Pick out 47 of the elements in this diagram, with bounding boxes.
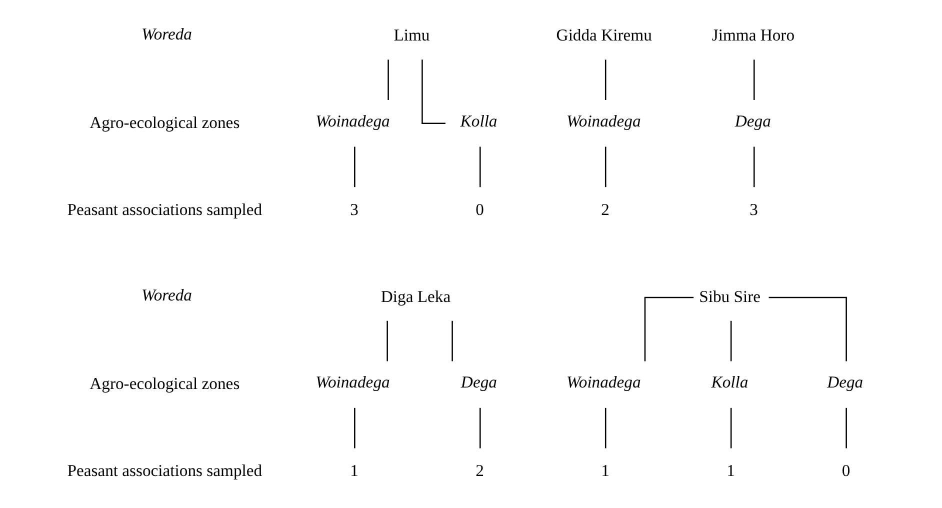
connector (604, 408, 606, 448)
label: Agro-ecological zones (89, 112, 240, 132)
connector (354, 146, 355, 188)
connector (730, 408, 732, 448)
node-text: Woinadega (566, 111, 640, 130)
node-text: 3 (749, 200, 758, 219)
node-text: Jimma Horo (711, 26, 794, 45)
node-text: 0 (841, 461, 850, 480)
node-text: Kolla (460, 111, 497, 130)
connector (354, 408, 355, 448)
connector (604, 146, 606, 188)
node-text: 3 (350, 200, 358, 219)
node-text: Gidda Kiremu (556, 26, 652, 45)
node-text: 2 (600, 200, 609, 219)
connector (387, 60, 388, 100)
connector (753, 146, 754, 188)
label: Peasant associations sampled (66, 461, 262, 480)
connector (479, 408, 480, 448)
node-text: Dega (460, 372, 496, 392)
connector (845, 408, 846, 448)
node-text: 1 (600, 461, 609, 480)
connector (479, 146, 480, 188)
connector (421, 60, 445, 124)
connector (730, 320, 732, 362)
node-text: Woinadega (566, 372, 640, 392)
node-text: Dega (734, 111, 770, 130)
node-text: Diga Leka (380, 286, 450, 306)
connector (753, 60, 754, 100)
label: Peasant associations sampled (66, 200, 262, 219)
node-text: 2 (475, 461, 484, 480)
connector (768, 296, 846, 362)
connector (644, 296, 694, 362)
node-text: Limu (393, 26, 430, 45)
node-text: Kolla (710, 372, 748, 392)
node-text: 1 (350, 461, 358, 480)
label: Agro-ecological zones (89, 374, 240, 393)
label: Woreda (141, 24, 192, 44)
node-text: 1 (726, 461, 734, 480)
node-text: Sibu Sire (698, 286, 760, 306)
connector (604, 60, 606, 100)
node-text: Dega (826, 372, 863, 392)
connector (451, 320, 452, 362)
connector (386, 320, 388, 362)
label: Woreda (141, 286, 192, 305)
node-text: Woinadega (315, 372, 390, 392)
node-text: 0 (475, 200, 484, 219)
node-text: Woinadega (315, 111, 390, 130)
